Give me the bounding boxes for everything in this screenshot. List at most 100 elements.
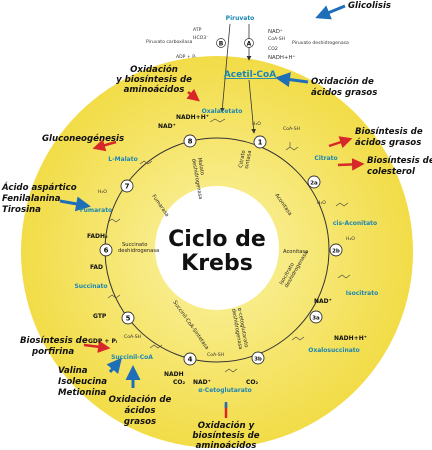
step-1-circle	[253, 135, 267, 149]
valina-arrow	[106, 357, 122, 375]
mol-citrato	[285, 142, 299, 151]
mol-oxalosuccinato	[291, 336, 305, 341]
step-circles: 1 2a 2b 3a 3b 4 5 6 7 8	[99, 134, 343, 366]
cofactor-hco3: HCO3⁻	[193, 35, 209, 41]
mol-oxalacetato	[209, 118, 226, 123]
step-8-label: 8	[188, 138, 193, 146]
step-3a-label: 3a	[312, 316, 320, 322]
cofactor-gdp: GDP + Pᵢ	[88, 338, 117, 345]
metabolite-cis-aconitato: cis-Aconitato	[333, 220, 377, 227]
step-2b-circle	[329, 243, 343, 257]
metabolite-oxalacetato: Oxalacetato	[202, 108, 243, 115]
cofactor-atp: ATP	[193, 27, 202, 33]
step-5-label: 5	[126, 315, 131, 323]
step-6-circle	[99, 243, 113, 257]
metabolite-citrato: Citrato	[314, 155, 337, 162]
metabolite-fumarato: Fumarato	[80, 207, 112, 214]
step-2b-label: 2b	[332, 249, 340, 255]
cofactor-coash-top: CoA-SH	[268, 36, 285, 42]
step-8-circle	[183, 134, 197, 148]
step-7-circle	[120, 179, 134, 193]
cofactor-nad-3a: NAD⁺	[314, 298, 332, 305]
step-2a-label: 2a	[310, 181, 318, 187]
step-6-label: 6	[104, 247, 109, 255]
mol-succinato	[107, 294, 121, 299]
step-1-label: 1	[258, 139, 263, 147]
cofactor-h2o-2a: H₂O	[317, 200, 326, 206]
cofactor-coash-4: CoA-SH	[207, 352, 224, 358]
aspartico-arrow	[59, 196, 91, 212]
cofactor-adp-pi: ADP + Pᵢ	[176, 54, 196, 60]
cofactor-co2-3b: CO₂	[246, 379, 259, 386]
step-4-circle	[183, 352, 197, 366]
metabolite-oxalosuccinato: Oxalosuccinato	[308, 347, 360, 354]
cofactor-fad: FAD	[90, 264, 103, 271]
cofactor-nadh-4: NADH	[164, 371, 184, 378]
glicolisis-arrow	[315, 4, 346, 20]
cofactor-h2o-7: H₂O	[98, 189, 107, 195]
step-a-label: A	[247, 41, 252, 48]
cofactor-co2-4: CO₂	[173, 379, 186, 386]
mol-isocitrato	[337, 274, 351, 279]
step-3a-circle	[309, 310, 323, 324]
mol-cetoglutarato	[224, 368, 238, 373]
metabolite-l-malato: L-Malato	[108, 156, 137, 163]
step-3b-label: 3b	[254, 357, 262, 363]
porfirina-arrow	[83, 340, 111, 353]
cofactor-coash-5: CoA-SH	[124, 334, 141, 340]
step-5-circle	[121, 311, 135, 325]
oxid-acidos-grasos-top-arrow	[275, 72, 309, 88]
cofactor-nad-top: NAD⁺	[268, 28, 283, 35]
cofactor-nadh-top: NADH+H⁺	[268, 54, 295, 61]
metabolite-acetil-coa: Acetil-CoA	[224, 70, 276, 80]
cofactor-nadh-8: NADH+H⁺	[176, 114, 209, 121]
cofactor-gtp: GTP	[93, 313, 107, 320]
metabolite-piruvato: Piruvato	[226, 15, 255, 22]
biosintesis-colesterol-arrow	[337, 158, 365, 171]
molecule-glyphs	[107, 118, 351, 373]
cofactor-nad-4: NAD⁺	[193, 379, 211, 386]
cofactor-nadh-3a: NADH+H⁺	[334, 335, 367, 342]
step-3b-circle	[251, 351, 265, 365]
mol-malato	[139, 160, 153, 165]
gluconeogenesis-arrow	[92, 139, 117, 152]
cofactor-co2-top: CO2	[268, 46, 278, 52]
ext-glicolisis: Glicolisis	[348, 1, 391, 11]
acetylcoa-to-citrate-arrow	[248, 79, 257, 134]
pyruvate-to-oxaloacetate-arrow	[219, 23, 231, 113]
cofactor-nad-8: NAD⁺	[158, 123, 176, 130]
ext-gluconeogenesis: Gluconeogénesis	[42, 133, 124, 144]
inner-white-disc	[155, 186, 279, 310]
mol-cis-aconitato	[335, 202, 349, 207]
metabolite-isocitrato: Isocitrato	[346, 290, 378, 297]
cofactor-h2o-1: H₂O	[252, 121, 261, 127]
enzyme-citrato-sintasa: Citratosintasa	[238, 149, 253, 169]
title-line1: Ciclo de	[168, 227, 266, 252]
cofactor-h2o-2b: H₂O	[346, 236, 355, 242]
enzyme-piruvato-deshidrogenasa: Piruvato deshidrogenasa	[292, 40, 349, 46]
enzyme-piruvato-carboxilasa: Piruvato carboxilasa	[146, 39, 193, 45]
oxid-amino-top-arrow-red	[186, 88, 200, 102]
mol-fumarato	[107, 218, 121, 223]
step-2a-circle	[307, 175, 321, 189]
title-line2: Krebs	[181, 251, 253, 276]
step-7-label: 7	[125, 183, 130, 191]
mol-succinil-coa	[149, 344, 163, 349]
cofactor-coash-1: CoA-SH	[283, 126, 300, 132]
cofactor-fadh2: FADH₂	[87, 233, 108, 240]
metabolite-succinato: Succinato	[74, 283, 107, 290]
metabolite-cetoglutarato: α-Cetoglutarato	[198, 387, 252, 394]
step-a-circle	[244, 38, 254, 48]
